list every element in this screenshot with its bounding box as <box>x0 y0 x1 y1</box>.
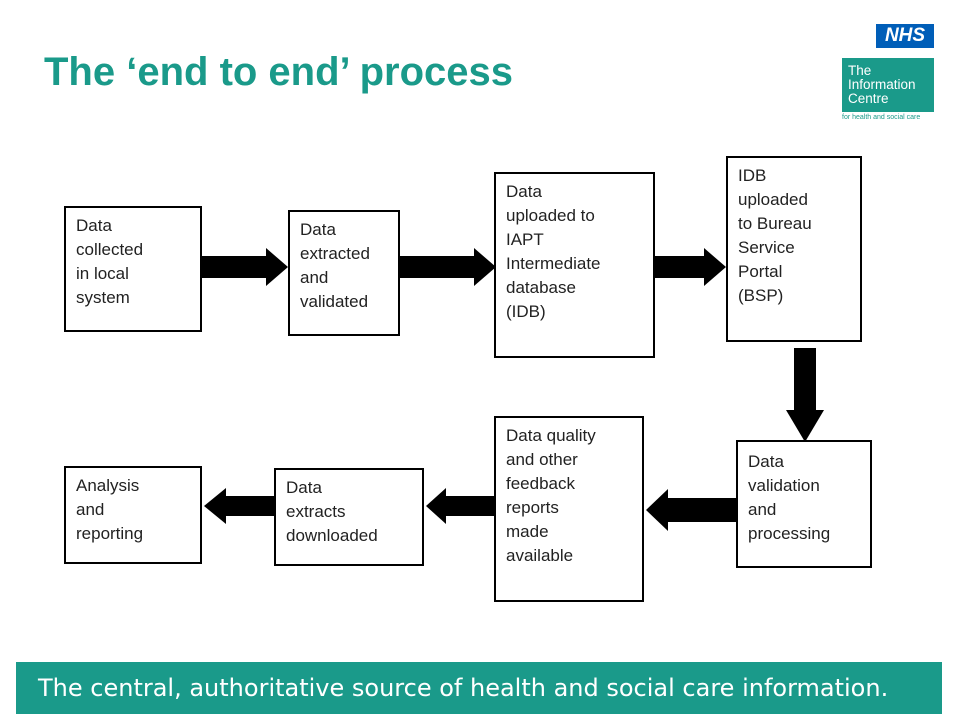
arrow-right-icon <box>655 248 726 286</box>
arrow-right-icon <box>400 248 496 286</box>
logo-tagline: for health and social care <box>842 114 921 121</box>
logo-line: The <box>848 63 872 78</box>
arrow-right-icon <box>202 248 288 286</box>
step-text: Portal <box>738 262 783 281</box>
step-text: (BSP) <box>738 286 784 305</box>
step-text: (IDB) <box>506 302 546 321</box>
step-text: and <box>748 500 777 519</box>
step-text: database <box>506 278 576 297</box>
step-text: Data quality <box>506 426 596 445</box>
step-text: Data <box>300 220 336 239</box>
step-text: Data <box>748 452 784 471</box>
step-text: feedback <box>506 474 575 493</box>
arrow-down-icon <box>786 348 824 442</box>
step-box: Data extracts downloaded <box>274 468 424 566</box>
step-text: IAPT <box>506 230 544 249</box>
page-title: The ‘end to end’ process <box>44 50 513 94</box>
arrow-left-icon <box>204 488 274 524</box>
step-text: IDB <box>738 166 767 185</box>
step-text: and other <box>506 450 578 469</box>
step-text: and <box>300 268 329 287</box>
step-text: downloaded <box>286 526 378 545</box>
step-text: Data <box>506 182 542 201</box>
step-text: Data <box>286 478 322 497</box>
arrow-left-icon <box>646 489 736 531</box>
step-text: collected <box>76 240 144 259</box>
step-text: Data <box>76 216 112 235</box>
step-text: Analysis <box>76 476 140 495</box>
step-box: IDB uploaded to Bureau Service Portal (B… <box>726 156 862 342</box>
step-text: Service <box>738 238 795 257</box>
step-box: Analysis and reporting <box>64 466 202 564</box>
step-box: Data extracted and validated <box>288 210 400 336</box>
step-text: Intermediate <box>506 254 601 273</box>
step-text: extracts <box>286 502 346 521</box>
nhs-logo: NHS <box>876 24 934 48</box>
step-text: processing <box>748 524 831 543</box>
step-box: Data validation and processing <box>736 440 872 568</box>
step-text: reports <box>506 498 559 517</box>
step-text: validated <box>300 292 369 311</box>
step-text: available <box>506 546 574 565</box>
footer-banner: The central, authoritative source of hea… <box>16 662 942 714</box>
step-text: made <box>506 522 549 541</box>
step-box: Data quality and other feedback reports … <box>494 416 644 602</box>
step-text: to Bureau <box>738 214 812 233</box>
logo-line: Centre <box>848 91 889 106</box>
step-text: in local <box>76 264 129 283</box>
step-text: validation <box>748 476 820 495</box>
step-text: and <box>76 500 105 519</box>
step-text: uploaded to <box>506 206 595 225</box>
logo-line: Information <box>848 77 916 92</box>
arrow-left-icon <box>426 488 494 524</box>
step-text: uploaded <box>738 190 808 209</box>
step-box: Data uploaded to IAPT Intermediate datab… <box>494 172 655 358</box>
step-text: reporting <box>76 524 144 543</box>
information-centre-logo: The Information Centre <box>842 58 934 112</box>
step-text: extracted <box>300 244 370 263</box>
step-text: system <box>76 288 130 307</box>
step-box: Data collected in local system <box>64 206 202 332</box>
